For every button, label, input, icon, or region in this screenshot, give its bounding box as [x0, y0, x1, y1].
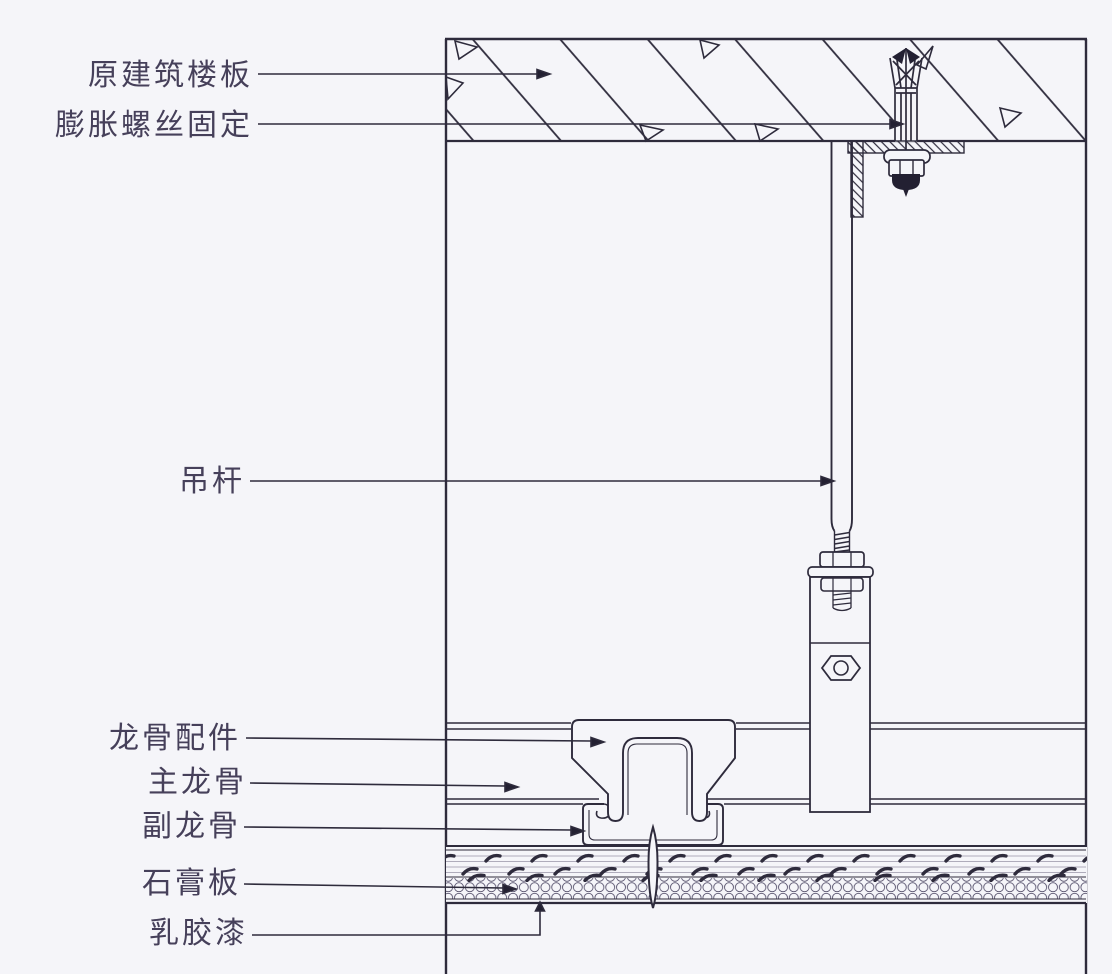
label-slab: 原建筑楼板 [88, 59, 253, 92]
angle-bracket [847, 140, 965, 218]
anchor-bolt-head [892, 174, 920, 190]
arrow-paint [534, 900, 546, 912]
expansion-anchor [889, 45, 934, 150]
label-rod: 吊杆 [179, 465, 245, 498]
adjust-nut-upper [819, 551, 865, 568]
fitting-tongue-inner-line [627, 743, 688, 815]
labels: 原建筑楼板 膨胀螺丝固定 吊杆 龙骨配件 主龙骨 副龙骨 石膏板 乳胶漆 [55, 59, 253, 950]
hanger-rod [830, 142, 853, 553]
rod-adjustment-assembly [807, 551, 874, 578]
hanger-bracket [809, 576, 871, 813]
keel-fitting [571, 719, 736, 822]
board-top-layer-hatch [446, 850, 1087, 877]
arrow-mainkeel [504, 781, 521, 793]
label-subkeel: 副龙骨 [142, 810, 241, 843]
anchor-fin-right [906, 48, 920, 64]
arrow-gypsum [502, 883, 519, 895]
angle-bracket-vertical-leg [850, 140, 864, 218]
arrow-subkeel [570, 825, 587, 837]
board-core-circles [446, 878, 1087, 899]
arrow-slab [536, 68, 553, 80]
anchor-fin-left [892, 48, 906, 64]
bracket-bolt-hex [820, 655, 862, 681]
label-gypsum: 石膏板 [142, 867, 241, 900]
adjust-washer [807, 566, 874, 578]
anchor-sleeve [889, 48, 923, 94]
board-boundary-lines [446, 845, 1086, 905]
anchor-shaft [894, 86, 918, 150]
main-keel-lines [446, 722, 1086, 805]
floor-slab [445, 37, 1087, 143]
label-paint: 乳胶漆 [149, 917, 248, 950]
leader-lines [243, 68, 906, 936]
anchor-nut [888, 159, 925, 177]
adjust-nut-lower [820, 577, 864, 592]
rod-thread-stub [832, 591, 852, 612]
drywall-screw [647, 823, 659, 909]
anchor-flag-triangle [915, 45, 934, 71]
arrow-fitting [590, 736, 607, 748]
bracket-bolt-circle [833, 660, 849, 676]
arrow-rod [820, 475, 837, 487]
label-mainkeel: 主龙骨 [148, 766, 247, 799]
anchor-bolt-tip [903, 189, 909, 197]
aggregate-triangles [445, 38, 1023, 143]
rod-thread [833, 531, 851, 553]
anchor-fasteners [883, 149, 931, 197]
gypsum-board-layers [446, 845, 1087, 905]
label-anchor: 膨胀螺丝固定 [55, 109, 253, 142]
arrow-anchor [889, 118, 906, 130]
label-fitting: 龙骨配件 [109, 722, 241, 755]
